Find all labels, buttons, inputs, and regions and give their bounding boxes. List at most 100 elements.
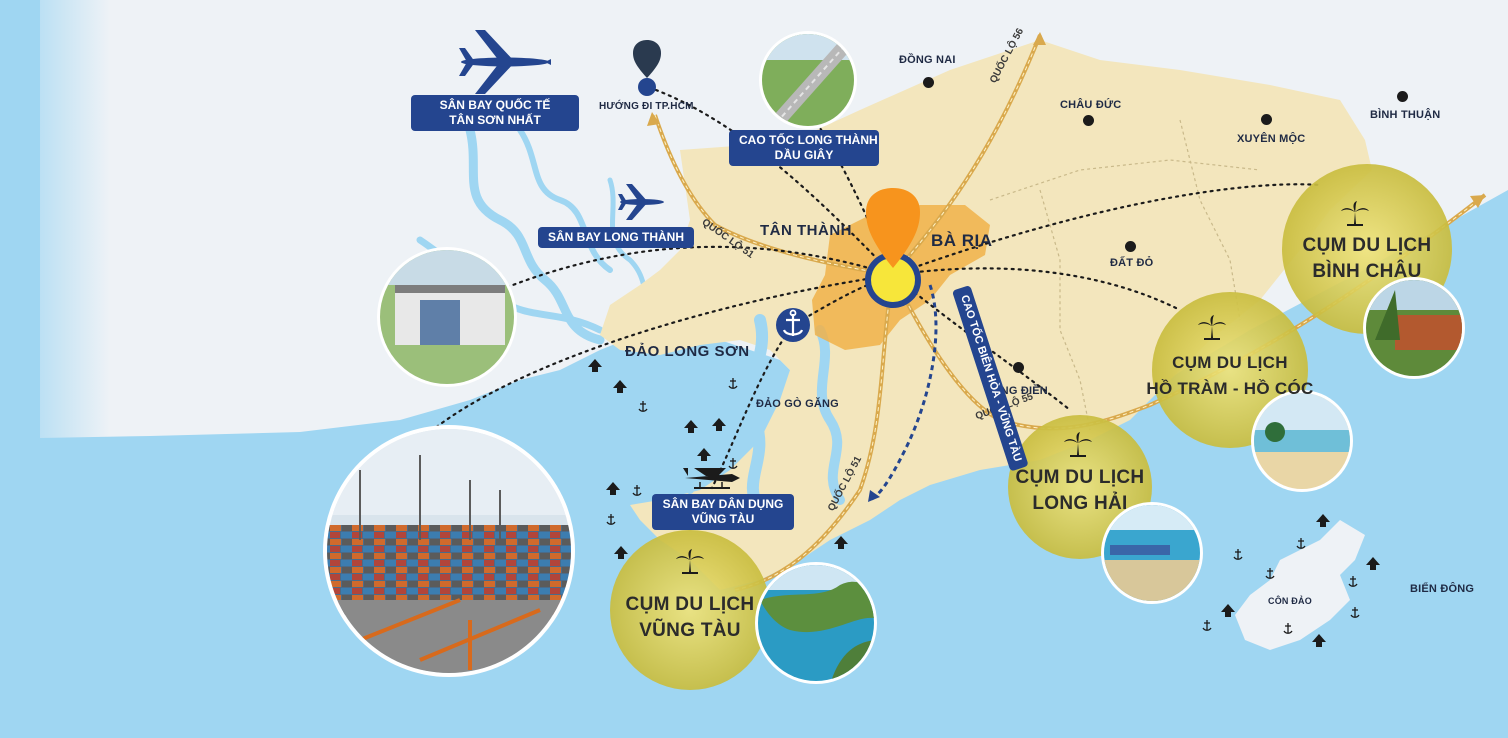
road-arrow-nw [647,112,660,126]
airplane-icon-long-thanh [618,184,664,220]
tag-vung-tau-airport-line1: SÂN BAY DÂN DỤNG [662,497,784,511]
cluster-vung-tau-line2: VŨNG TÀU [639,620,741,641]
anchor-icon [728,378,738,389]
boat-icon [712,418,726,431]
cluster-ho-tram-line2: HỒ TRÀM - HỒ CÓC [1146,379,1314,398]
boat-icon [1221,604,1235,617]
palm-tree-icon [1198,315,1226,340]
binh-thuan-dot [1397,91,1408,102]
line-binh-chau [891,183,1322,277]
label-ba-ria: BÀ RỊA [931,231,993,250]
cluster-long-hai: CỤM DU LỊCH LONG HẢI [1000,465,1160,517]
label-dao-long-son: ĐẢO LONG SƠN [625,343,750,360]
anchor-icon [728,458,738,469]
channel-2 [815,325,845,505]
tag-cao-toc-lt-dg: CAO TỐC LONG THÀNH DẦU GIÂY [729,130,879,166]
anchor-icon [1350,607,1360,618]
cluster-binh-chau-line1: CỤM DU LỊCH [1302,235,1432,256]
anchor-icon [1233,549,1243,560]
river-dongnai [517,127,613,273]
photo-port [323,425,575,677]
anchor-icon [638,401,648,412]
cluster-long-hai-line1: CỤM DU LỊCH [1015,467,1145,488]
dong-nai-dot [923,77,934,88]
photo-highway [759,31,857,129]
tag-cao-toc-lt-dg-line2: DẦU GIÂY [774,148,834,162]
photo-vung-tau [755,562,877,684]
boat-icon [588,359,602,372]
boat-icon [606,482,620,495]
label-dat-do: ĐẤT ĐỎ [1110,257,1154,269]
cluster-binh-chau-line2: BÌNH CHÂU [1312,261,1422,282]
tag-cao-toc-lt-dg-line1: CAO TỐC LONG THÀNH [739,133,878,147]
anchor-port-icon [776,308,810,342]
cluster-circle-vung-tau [610,530,770,690]
label-binh-thuan: BÌNH THUẬN [1370,109,1441,121]
boat-icon [834,536,848,549]
label-huong-di-hcm: HƯỚNG ĐI TP.HCM [599,101,694,112]
center-location-pin-icon [865,188,921,308]
label-chau-duc: CHÂU ĐỨC [1060,99,1122,111]
anchor-icon [1202,620,1212,631]
line-factory [498,245,895,292]
boat-icon [614,546,628,559]
tag-tan-son-nhat: SÂN BAY QUỐC TẾ TÂN SƠN NHẤT [411,95,579,131]
expressway-bh-vt [869,284,938,502]
tag-vung-tau-airport-line2: VŨNG TÀU [691,512,755,526]
long-dien-dot [1013,362,1024,373]
palm-tree-icon [1341,201,1369,226]
xuyen-moc-dot [1261,114,1272,125]
line-lt-dg [818,126,895,277]
palm-tree-icon [676,549,704,574]
boat-icon [1316,514,1330,527]
label-dao-go-gang: ĐẢO GÒ GĂNG [756,398,839,410]
border-3 [989,159,1261,201]
cluster-ho-tram-line1: CỤM DU LỊCH [1172,353,1288,372]
line-seaplane [710,323,795,490]
photo-long-hai [1101,502,1203,604]
seaplane-icon [683,468,740,489]
small-anchors [606,378,1360,634]
tag-tan-son-nhat-line1: SÂN BAY QUỐC TẾ [439,98,551,112]
boat-icon [1366,557,1380,570]
con-dao-island [1235,520,1365,650]
airplane-icon-tan-son-nhat [459,30,551,94]
road-arrow-east [1470,195,1485,208]
cluster-binh-chau: CỤM DU LỊCH BÌNH CHÂU [1282,233,1452,285]
photo-factory [377,247,517,387]
left-sea-fade [0,0,110,450]
expressway-arrow [868,490,880,502]
label-bien-dong: BIỂN ĐÔNG [1410,583,1475,595]
label-dong-nai: ĐỒNG NAI [899,54,956,66]
boat-icon [697,448,711,461]
palm-tree-icon [1064,432,1092,457]
cluster-vung-tau-line1: CỤM DU LỊCH [625,594,755,615]
line-port [428,273,895,434]
channel-1 [744,314,768,516]
label-tan-thanh: TÂN THÀNH [760,222,852,239]
anchor-icon [1348,576,1358,587]
palm-trees [676,201,1369,574]
cluster-long-hai-line2: LONG HẢI [1032,493,1128,514]
boat-icon [684,420,698,433]
chau-duc-dot [1083,115,1094,126]
anchor-icon [1265,568,1275,579]
cluster-ho-tram: CỤM DU LỊCH HỒ TRÀM - HỒ CÓC [1140,350,1320,402]
line-ho-tram [891,267,1182,312]
channel-3 [686,356,724,494]
label-xuyen-moc: XUYÊN MỘC [1237,133,1306,145]
anchor-icon [1296,538,1306,549]
boat-icon [613,380,627,393]
river-saigon [465,125,605,345]
border-2 [1179,119,1241,321]
cluster-vung-tau: CỤM DU LỊCH VŨNG TÀU [610,592,770,644]
anchor-icon [632,485,642,496]
tag-long-thanh: SÂN BAY LONG THÀNH [538,227,695,248]
line-hcm [646,85,895,277]
dat-do-dot [1125,241,1136,252]
hcm-location-pin-icon [633,40,661,96]
anchor-icon [606,514,616,525]
tag-vung-tau-airport: SÂN BAY DÂN DỤNG VŨNG TÀU [652,494,794,530]
